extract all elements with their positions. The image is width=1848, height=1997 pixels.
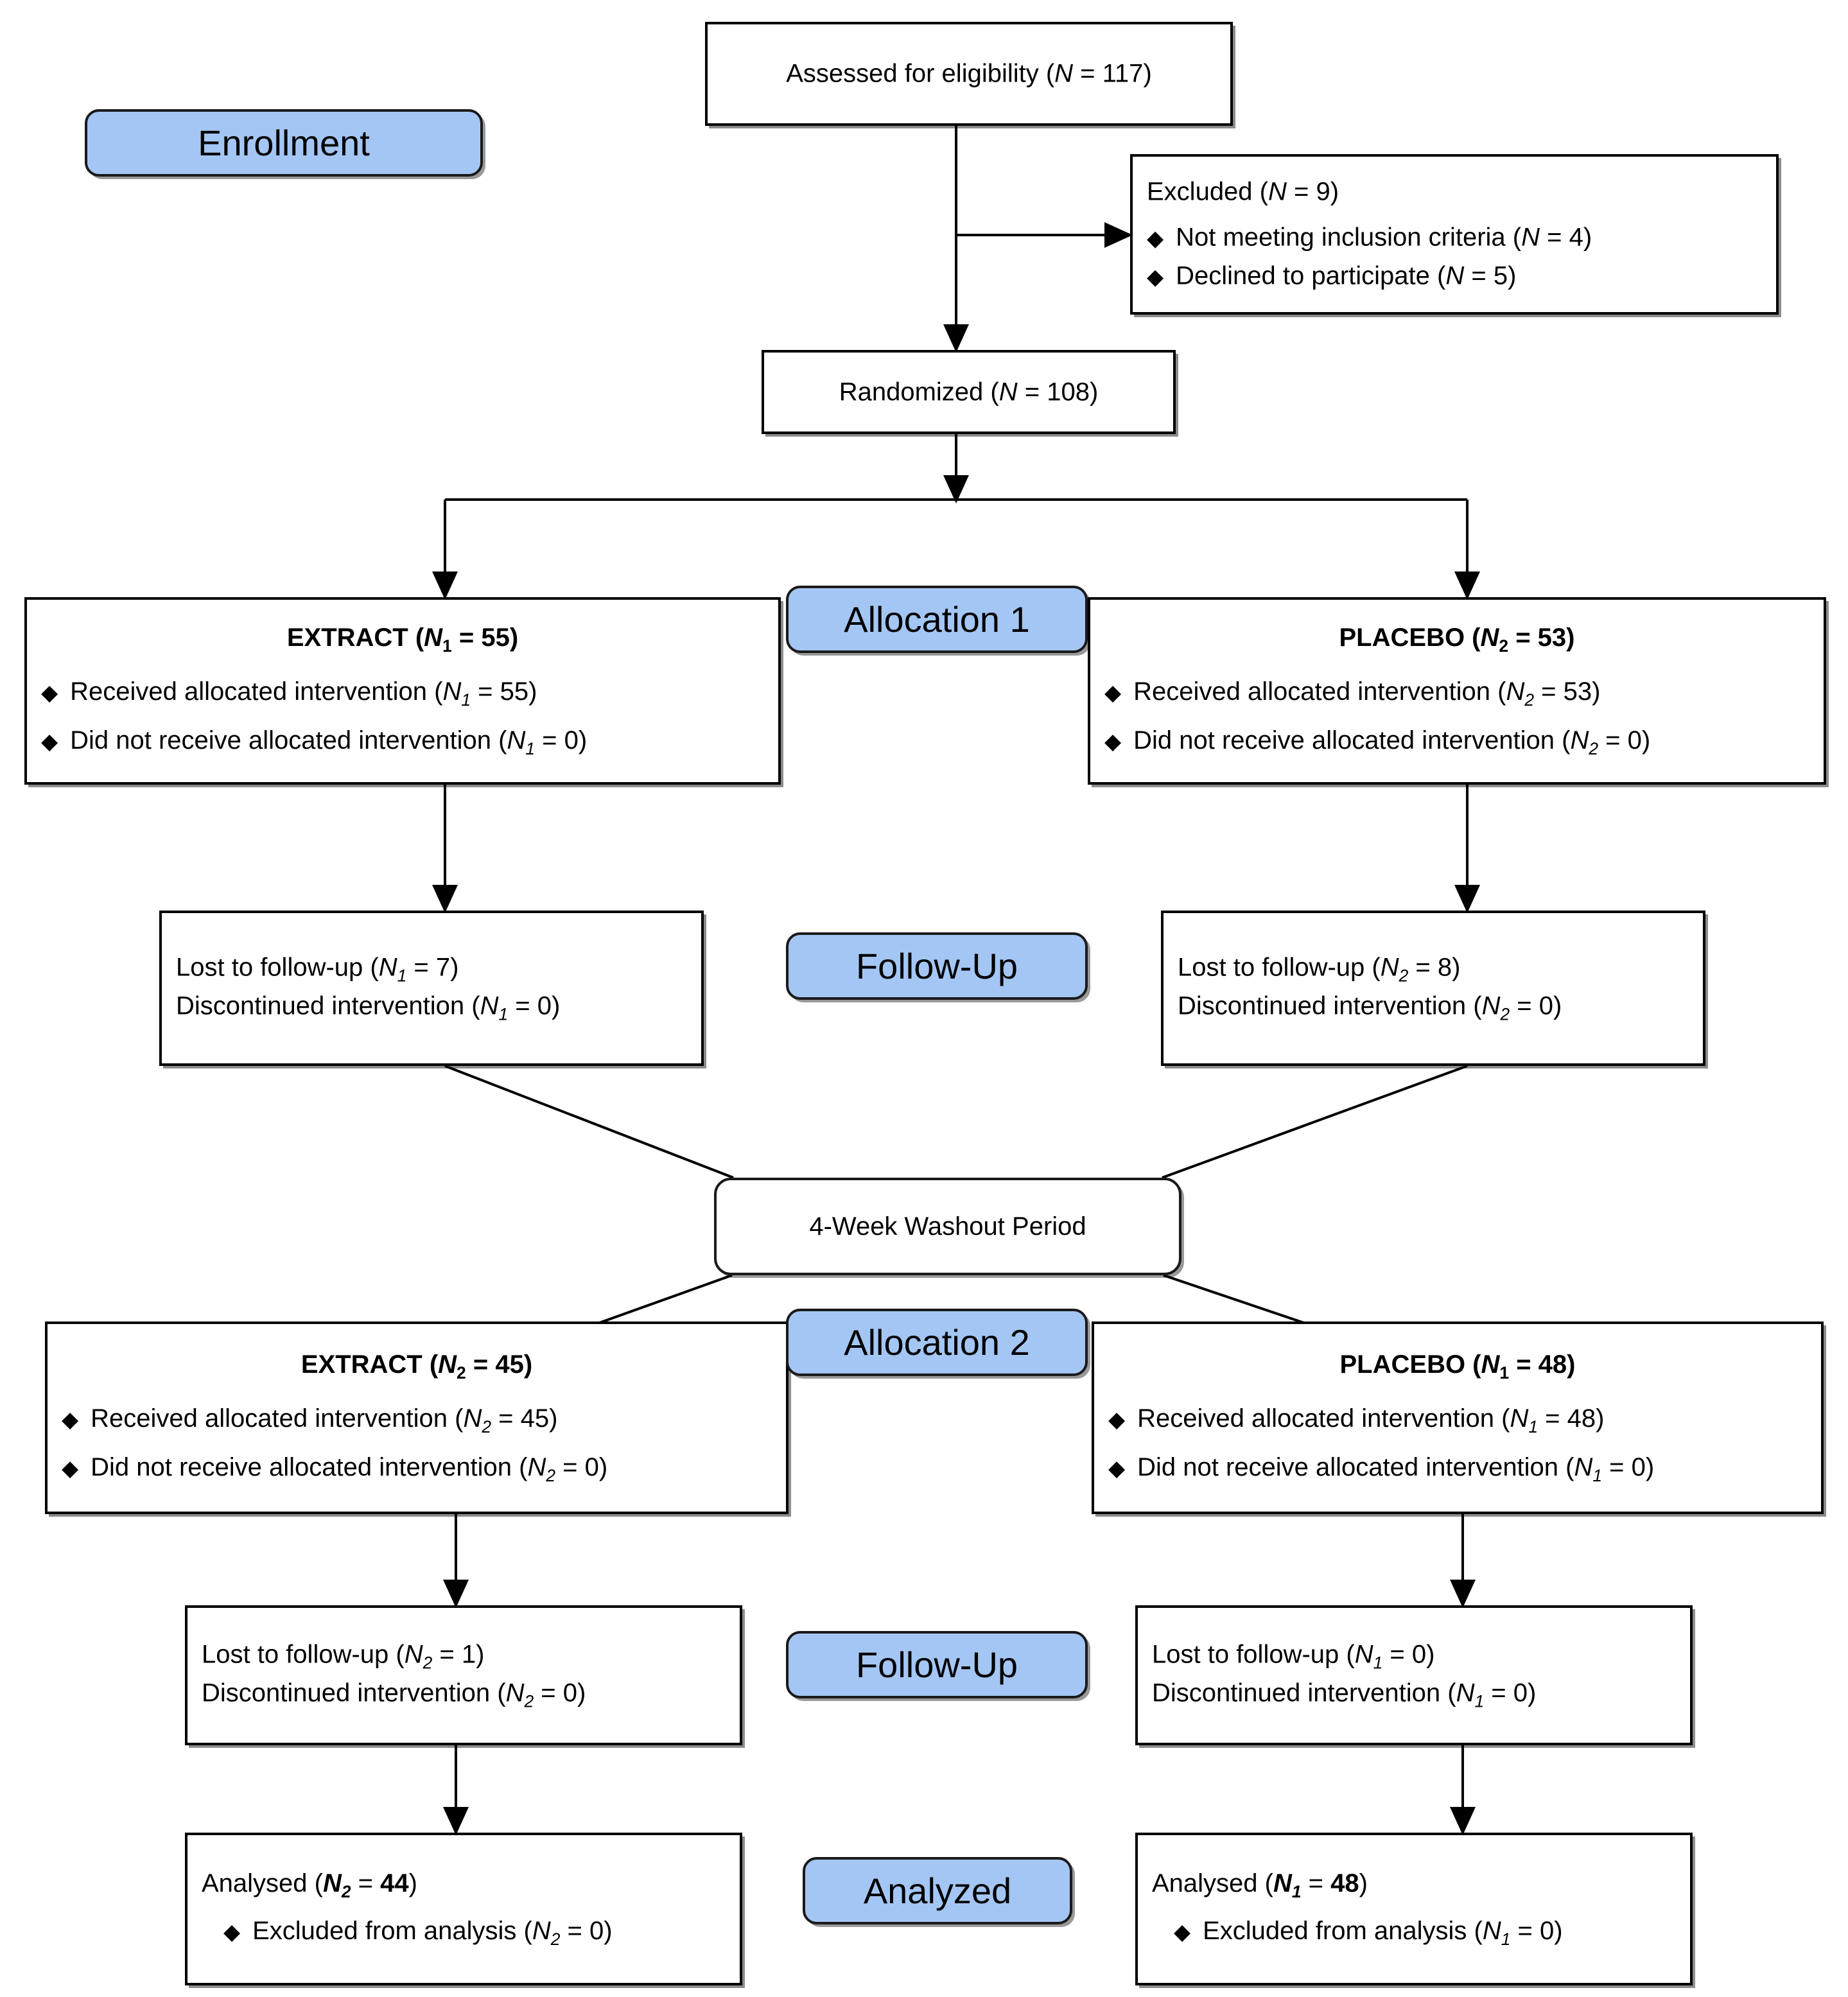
bullet-icon: ◆ [1108,1456,1126,1481]
followup2-extract-discontinued-value: 0 [562,1679,578,1707]
stage-label-allocation-2-text: Allocation 2 [844,1322,1030,1363]
allocation1-extract-received: ◆ Received allocated intervention (N1 = … [41,677,537,710]
followup2-placebo-lost: Lost to follow-up (N1 = 0) [1152,1640,1435,1673]
washout-text: 4-Week Washout Period [809,1212,1086,1241]
assessed-text: Assessed for eligibility (N = 117) [786,59,1152,88]
node-allocation2-placebo: PLACEBO (N1 = 48) ◆ Received allocated i… [1092,1321,1824,1514]
node-allocation2-extract: EXTRACT (N2 = 45) ◆ Received allocated i… [45,1321,789,1514]
node-allocation1-extract: EXTRACT (N1 = 55) ◆ Received allocated i… [24,597,781,785]
followup1-placebo-lost-value: 8 [1437,953,1452,982]
allocation2-extract-received-value: 45 [520,1404,550,1433]
bullet-icon: ◆ [1147,265,1164,290]
allocation1-extract-title: EXTRACT (N1 = 55) [286,624,519,656]
node-followup1-extract: Lost to follow-up (N1 = 7) Discontinued … [159,911,704,1066]
analysed-extract-title: Analysed (N2 = 44) [202,1869,417,1901]
followup1-extract-discontinued: Discontinued intervention (N1 = 0) [176,992,561,1024]
followup1-extract-lost: Lost to follow-up (N1 = 7) [176,953,459,986]
analysed-extract-excluded-value: 0 [589,1917,604,1946]
bullet-icon: ◆ [1108,1408,1126,1433]
allocation1-placebo-not-received: ◆ Did not receive allocated intervention… [1104,726,1651,759]
followup2-extract-lost: Lost to follow-up (N2 = 1) [202,1640,485,1673]
followup2-extract-lost-value: 1 [461,1640,476,1669]
randomized-value: 108 [1047,378,1090,406]
stage-label-follow-up-2-text: Follow-Up [855,1644,1018,1685]
allocation2-extract-title: EXTRACT (N2 = 45) [301,1350,533,1383]
excluded-heading: Excluded (N = 9) [1147,177,1339,206]
bullet-icon: ◆ [223,1920,241,1945]
stage-label-follow-up-2: Follow-Up [786,1631,1088,1698]
edge-followup1-left-to-washout [444,1065,734,1179]
allocation1-placebo-title: PLACEBO (N2 = 53) [1339,624,1575,656]
stage-label-allocation-1-text: Allocation 1 [844,599,1030,640]
stage-label-analyzed-text: Analyzed [863,1871,1012,1911]
bullet-icon: ◆ [62,1456,79,1481]
allocation2-extract-not-received-value: 0 [584,1453,599,1482]
allocation2-extract-received: ◆ Received allocated intervention (N2 = … [62,1404,558,1437]
allocation1-extract-not-received: ◆ Did not receive allocated intervention… [41,726,588,759]
stage-label-allocation-1: Allocation 1 [786,586,1088,653]
allocation1-extract-not-received-value: 0 [564,726,579,755]
bullet-icon: ◆ [62,1408,79,1433]
node-randomized: Randomized (N = 108) [762,350,1176,434]
stage-label-enrollment: Enrollment [85,109,483,177]
bullet-icon: ◆ [41,729,58,754]
node-followup1-placebo: Lost to follow-up (N2 = 8) Discontinued … [1161,911,1705,1066]
followup2-placebo-discontinued: Discontinued intervention (N1 = 0) [1152,1679,1537,1711]
node-followup2-placebo: Lost to follow-up (N1 = 0) Discontinued … [1135,1605,1693,1745]
analysed-placebo-excluded: ◆ Excluded from analysis (N1 = 0) [1174,1917,1563,1949]
followup2-extract-discontinued: Discontinued intervention (N2 = 0) [202,1679,586,1711]
analysed-placebo-title: Analysed (N1 = 48) [1152,1869,1368,1901]
followup2-placebo-discontinued-value: 0 [1513,1679,1528,1707]
stage-label-follow-up-1-text: Follow-Up [855,946,1018,986]
allocation2-placebo-not-received-value: 0 [1631,1453,1646,1482]
node-washout-period: 4-Week Washout Period [714,1178,1181,1275]
analysed-extract-value: 44 [380,1869,409,1897]
bullet-icon: ◆ [1147,226,1164,251]
followup1-extract-discontinued-value: 0 [537,992,552,1020]
allocation2-placebo-received: ◆ Received allocated intervention (N1 = … [1108,1404,1605,1437]
allocation1-placebo-value: 53 [1537,624,1567,652]
allocation2-placebo-received-value: 48 [1567,1404,1596,1433]
allocation2-extract-not-received: ◆ Did not receive allocated intervention… [62,1453,608,1486]
allocation1-placebo-received-value: 53 [1563,677,1592,706]
bullet-icon: ◆ [1174,1920,1191,1945]
stage-label-follow-up-1: Follow-Up [786,932,1088,1000]
randomized-text: Randomized (N = 108) [839,378,1099,406]
followup1-placebo-discontinued: Discontinued intervention (N2 = 0) [1178,992,1562,1024]
excluded-item-1-value: 5 [1493,261,1508,290]
analysed-extract-excluded: ◆ Excluded from analysis (N2 = 0) [223,1917,613,1949]
bullet-icon: ◆ [41,681,58,706]
bullet-icon: ◆ [1104,729,1122,754]
node-analysed-placebo: Analysed (N1 = 48) ◆ Excluded from analy… [1135,1833,1693,1985]
excluded-item-declined: ◆ Declined to participate (N = 5) [1147,256,1762,295]
stage-label-enrollment-text: Enrollment [198,123,370,163]
allocation1-extract-value: 55 [481,624,510,652]
allocation1-placebo-not-received-value: 0 [1627,726,1642,755]
node-assessed-for-eligibility: Assessed for eligibility (N = 117) [705,22,1233,126]
stage-label-allocation-2: Allocation 2 [786,1309,1088,1376]
allocation1-extract-received-value: 55 [500,677,529,706]
bullet-icon: ◆ [1104,681,1122,706]
allocation2-placebo-not-received: ◆ Did not receive allocated intervention… [1108,1453,1655,1486]
node-excluded: Excluded (N = 9) ◆ Not meeting inclusion… [1130,154,1779,315]
excluded-value: 9 [1316,177,1330,206]
followup1-placebo-lost: Lost to follow-up (N2 = 8) [1178,953,1461,986]
node-allocation1-placebo: PLACEBO (N2 = 53) ◆ Received allocated i… [1088,597,1826,785]
allocation2-extract-value: 45 [495,1350,524,1379]
allocation2-placebo-value: 48 [1538,1350,1567,1379]
followup1-extract-lost-value: 7 [435,953,451,982]
followup2-placebo-lost-value: 0 [1411,1640,1427,1669]
followup1-placebo-discontinued-value: 0 [1539,992,1554,1020]
analysed-placebo-value: 48 [1330,1869,1359,1897]
excluded-item-0-value: 4 [1569,223,1583,252]
stage-label-analyzed: Analyzed [803,1857,1072,1924]
analysed-placebo-excluded-value: 0 [1540,1917,1555,1946]
allocation2-placebo-title: PLACEBO (N1 = 48) [1339,1350,1576,1383]
excluded-item-not-meeting-criteria: ◆ Not meeting inclusion criteria (N = 4) [1147,218,1762,256]
edge-followup1-right-to-washout [1162,1065,1468,1179]
node-analysed-extract: Analysed (N2 = 44) ◆ Excluded from analy… [185,1833,742,1985]
assessed-value: 117 [1102,59,1144,88]
node-followup2-extract: Lost to follow-up (N2 = 1) Discontinued … [185,1605,742,1745]
allocation1-placebo-received: ◆ Received allocated intervention (N2 = … [1104,677,1601,710]
